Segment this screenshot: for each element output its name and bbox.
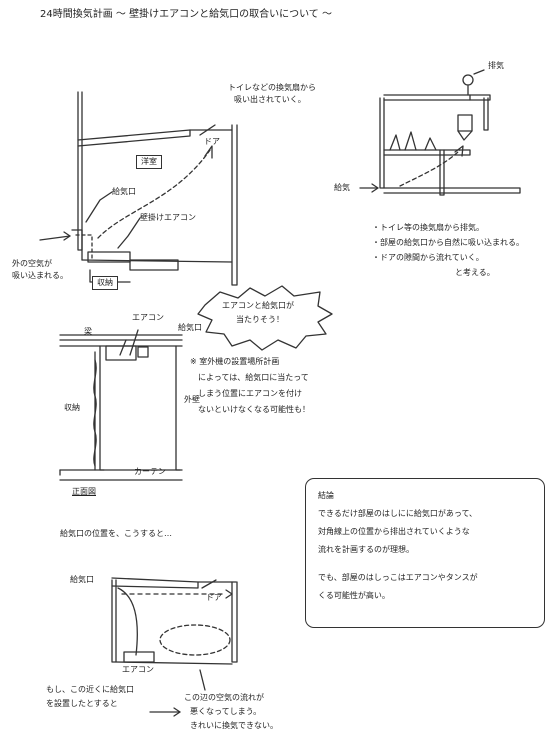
section-drawing-2 bbox=[359, 69, 521, 196]
elevation-aircon-label: エアコン bbox=[132, 313, 164, 322]
supply-vent-label: 給気口 bbox=[112, 187, 136, 196]
room-label: 洋室 bbox=[136, 155, 162, 169]
bottom-note-right-1: この辺の空気の流れが bbox=[184, 693, 264, 702]
burst-line2: 当たりそう！ bbox=[236, 315, 284, 324]
closet-label: 収納 bbox=[92, 276, 118, 290]
wall-aircon-label: 壁掛けエアコン bbox=[140, 213, 196, 222]
conclusion-line-4: でも、部屋のはしっこはエアコンやタンスが bbox=[318, 573, 478, 582]
section-note-3: ・ドアの隙間から流れていく。 bbox=[372, 253, 484, 262]
bottom-note-right-3: きれいに換気できない。 bbox=[190, 721, 278, 730]
outside-air-line2: 吸い込まれる。 bbox=[12, 271, 68, 280]
curtain-label: カーテン bbox=[134, 467, 166, 476]
warning-line2: によっては、給気口に当たって bbox=[198, 373, 309, 382]
bottom-note-right-2: 悪くなってしまう。 bbox=[190, 707, 262, 716]
warning-line1: ※ 室外機の設置場所計画 bbox=[190, 357, 280, 366]
toilet-callout-line1: トイレなどの換気扇から bbox=[228, 83, 316, 92]
section-note-2: ・部屋の給気口から自然に吸い込まれる。 bbox=[372, 238, 524, 247]
bottom-door-label: ドア bbox=[206, 593, 222, 602]
exhaust-label: 排気 bbox=[488, 61, 504, 70]
door-label: ドア bbox=[204, 137, 220, 146]
conclusion-line-1: できるだけ部屋のはしにに給気口があって、 bbox=[318, 509, 478, 518]
outside-air-line1: 外の空気が bbox=[12, 259, 52, 268]
elevation-supply-label: 給気口 bbox=[178, 323, 202, 332]
bottom-aircon-label: エアコン bbox=[122, 665, 154, 674]
plan-drawing-1 bbox=[39, 91, 238, 286]
warning-line3: しまう位置にエアコンを付け bbox=[198, 389, 302, 398]
toilet-callout-line2: 吸い出されていく。 bbox=[234, 95, 306, 104]
warning-line4: ないといけなくなる可能性も！ bbox=[198, 405, 310, 414]
elevation-caption: 正面図 bbox=[72, 487, 96, 496]
conclusion-box bbox=[305, 478, 545, 628]
bottom-heading: 給気口の位置を、こうすると… bbox=[60, 529, 172, 538]
plan-drawing-4 bbox=[111, 577, 238, 717]
burst-line1: エアコンと給気口が bbox=[222, 301, 294, 310]
conclusion-line-2: 対角線上の位置から排出されていくような bbox=[318, 527, 470, 536]
conclusion-heading: 結論 bbox=[318, 491, 334, 500]
bottom-note-left-2: を設置したとすると bbox=[46, 699, 118, 708]
bottom-note-left-1: もし、この近くに給気口 bbox=[46, 685, 134, 694]
page-title: 24時間換気計画 〜 壁掛けエアコンと給気口の取合いについて 〜 bbox=[40, 9, 332, 20]
conclusion-line-3: 流れを計画するのが理想。 bbox=[318, 545, 414, 554]
conclusion-line-5: くる可能性が高い。 bbox=[318, 591, 390, 600]
section-note-4: と考える。 bbox=[455, 268, 495, 277]
section-note-1: ・トイレ等の換気扇から排気。 bbox=[372, 223, 484, 232]
section-supply-label: 給気 bbox=[334, 183, 350, 192]
elevation-drawing-3 bbox=[59, 329, 183, 481]
exterior-wall-label: 外壁 bbox=[184, 395, 200, 404]
speech-burst bbox=[197, 285, 333, 351]
beam-label: 梁 bbox=[84, 327, 92, 336]
bottom-supply-label: 給気口 bbox=[70, 575, 94, 584]
elevation-closet-label: 収納 bbox=[64, 403, 80, 412]
